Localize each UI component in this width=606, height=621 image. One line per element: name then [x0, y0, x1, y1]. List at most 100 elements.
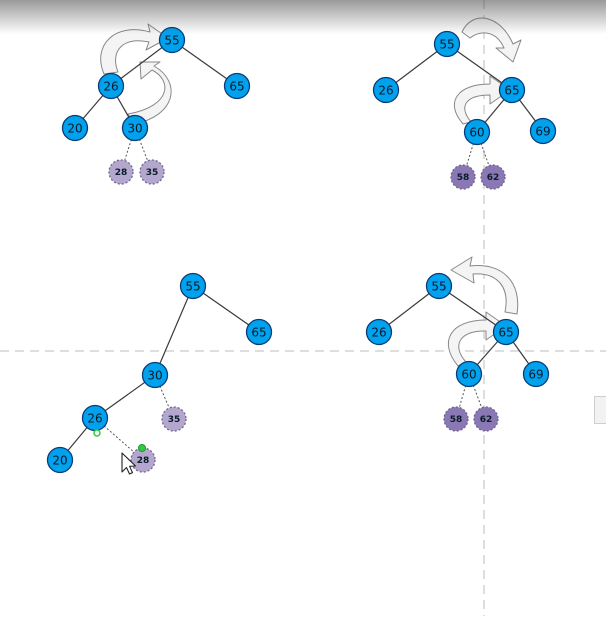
- tree-node-circle[interactable]: [365, 318, 393, 346]
- tree-node-60[interactable]: 60: [455, 360, 483, 388]
- tree-node-circle[interactable]: [425, 272, 453, 300]
- tree-node-circle[interactable]: [492, 318, 520, 346]
- tree-node-label: 35: [146, 168, 159, 178]
- tree-node-label: 28: [115, 168, 128, 178]
- tree-node-label: 60: [469, 125, 484, 139]
- rotation-arrow-icon[interactable]: [450, 256, 519, 315]
- mouse-cursor-icon: [121, 452, 137, 475]
- tree-node-62[interactable]: 62: [480, 164, 506, 190]
- tree-edge[interactable]: [438, 285, 507, 333]
- overlay-layer: [93, 429, 146, 475]
- tree-node-circle[interactable]: [463, 118, 491, 146]
- tree-diagram-bottom-left: 55 65 30 26 35 20 28: [46, 272, 273, 474]
- tree-node-65[interactable]: 65: [498, 76, 526, 104]
- tree-node-20[interactable]: 20: [61, 114, 89, 142]
- connector-handle-start[interactable]: [93, 429, 101, 437]
- tree-node-label: 65: [229, 79, 244, 93]
- tree-node-label: 65: [498, 325, 513, 339]
- tree-node-label: 58: [457, 173, 470, 183]
- tree-node-label: 55: [431, 279, 446, 293]
- tree-node-circle[interactable]: [522, 360, 550, 388]
- tree-node-circle[interactable]: [498, 76, 526, 104]
- tree-node-label: 60: [461, 367, 476, 381]
- tree-node-35[interactable]: 35: [161, 406, 187, 432]
- tree-node-circle[interactable]: [245, 318, 273, 346]
- tree-node-circle[interactable]: [450, 164, 476, 190]
- tree-node-label: 30: [127, 121, 142, 135]
- tree-diagram-top-left: 55 26 65 20 30 28 35: [61, 23, 251, 185]
- tree-edge[interactable]: [171, 39, 238, 87]
- tree-node-circle[interactable]: [161, 406, 187, 432]
- tree-node-circle[interactable]: [480, 164, 506, 190]
- tree-node-circle[interactable]: [141, 361, 169, 389]
- tree-node-circle[interactable]: [46, 446, 74, 474]
- tree-node-circle[interactable]: [443, 406, 469, 432]
- connector-handle-end[interactable]: [138, 444, 146, 452]
- tree-node-circle[interactable]: [61, 114, 89, 142]
- tree-node-label: 26: [87, 411, 102, 425]
- tree-node-label: 26: [371, 325, 386, 339]
- tree-node-circle[interactable]: [473, 406, 499, 432]
- tree-node-30[interactable]: 30: [141, 361, 169, 389]
- tree-node-label: 20: [52, 453, 67, 467]
- tree-node-58[interactable]: 58: [450, 164, 476, 190]
- tree-node-label: 62: [487, 173, 500, 183]
- rotation-arrow-icon[interactable]: [100, 23, 169, 75]
- tree-diagram-top-right: 55 26 65 60 69 58 62: [372, 17, 557, 190]
- tree-node-55[interactable]: 55: [425, 272, 453, 300]
- tree-diagram-bottom-right: 55 26 65 60 69 58 62: [365, 256, 550, 432]
- tree-node-55[interactable]: 55: [179, 272, 207, 300]
- tree-node-label: 58: [450, 415, 463, 425]
- tree-node-circle[interactable]: [108, 159, 134, 185]
- tree-node-30[interactable]: 30: [121, 114, 149, 142]
- tree-node-label: 35: [168, 415, 181, 425]
- tree-node-20[interactable]: 20: [46, 446, 74, 474]
- diagrams-layer: 55 26 65 20 30 28 35 55 26 65 60 69 58 62 55 65 30 26 35 20…: [46, 17, 557, 474]
- tree-node-69[interactable]: 69: [522, 360, 550, 388]
- tree-node-label: 20: [67, 121, 82, 135]
- tree-edge[interactable]: [154, 285, 194, 376]
- tree-node-circle[interactable]: [179, 272, 207, 300]
- rotation-arrow-icon[interactable]: [461, 17, 522, 63]
- tree-node-60[interactable]: 60: [463, 118, 491, 146]
- tree-node-circle[interactable]: [121, 114, 149, 142]
- tree-node-label: 55: [439, 37, 454, 51]
- tree-node-label: 28: [137, 456, 150, 466]
- rotation-arrow-icon[interactable]: [127, 61, 172, 125]
- tree-node-label: 55: [185, 279, 200, 293]
- tree-node-26[interactable]: 26: [81, 404, 109, 432]
- tree-node-28[interactable]: 28: [108, 159, 134, 185]
- tree-edge[interactable]: [192, 285, 260, 333]
- tree-node-55[interactable]: 55: [158, 26, 186, 54]
- tree-node-label: 55: [164, 33, 179, 47]
- tree-node-label: 30: [147, 368, 162, 382]
- tree-node-circle[interactable]: [529, 117, 557, 145]
- tree-node-label: 26: [103, 79, 118, 93]
- tree-node-26[interactable]: 26: [365, 318, 393, 346]
- tree-node-62[interactable]: 62: [473, 406, 499, 432]
- tree-node-label: 69: [535, 124, 550, 138]
- tree-node-circle[interactable]: [455, 360, 483, 388]
- tree-node-55[interactable]: 55: [433, 30, 461, 58]
- tree-node-35[interactable]: 35: [139, 159, 165, 185]
- tree-node-circle[interactable]: [97, 72, 125, 100]
- tree-node-65[interactable]: 65: [223, 72, 251, 100]
- tree-node-65[interactable]: 65: [492, 318, 520, 346]
- tree-node-circle[interactable]: [372, 76, 400, 104]
- tree-node-26[interactable]: 26: [97, 72, 125, 100]
- tree-node-label: 69: [528, 367, 543, 381]
- tree-node-label: 62: [480, 415, 493, 425]
- tree-node-26[interactable]: 26: [372, 76, 400, 104]
- tree-node-circle[interactable]: [223, 72, 251, 100]
- tree-node-label: 26: [378, 83, 393, 97]
- rotation-arrow-icon[interactable]: [453, 75, 511, 125]
- tree-edge[interactable]: [446, 43, 513, 91]
- tree-node-65[interactable]: 65: [245, 318, 273, 346]
- tree-node-58[interactable]: 58: [443, 406, 469, 432]
- tree-node-69[interactable]: 69: [529, 117, 557, 145]
- scrollbar-thumb[interactable]: [594, 396, 606, 424]
- tree-node-circle[interactable]: [139, 159, 165, 185]
